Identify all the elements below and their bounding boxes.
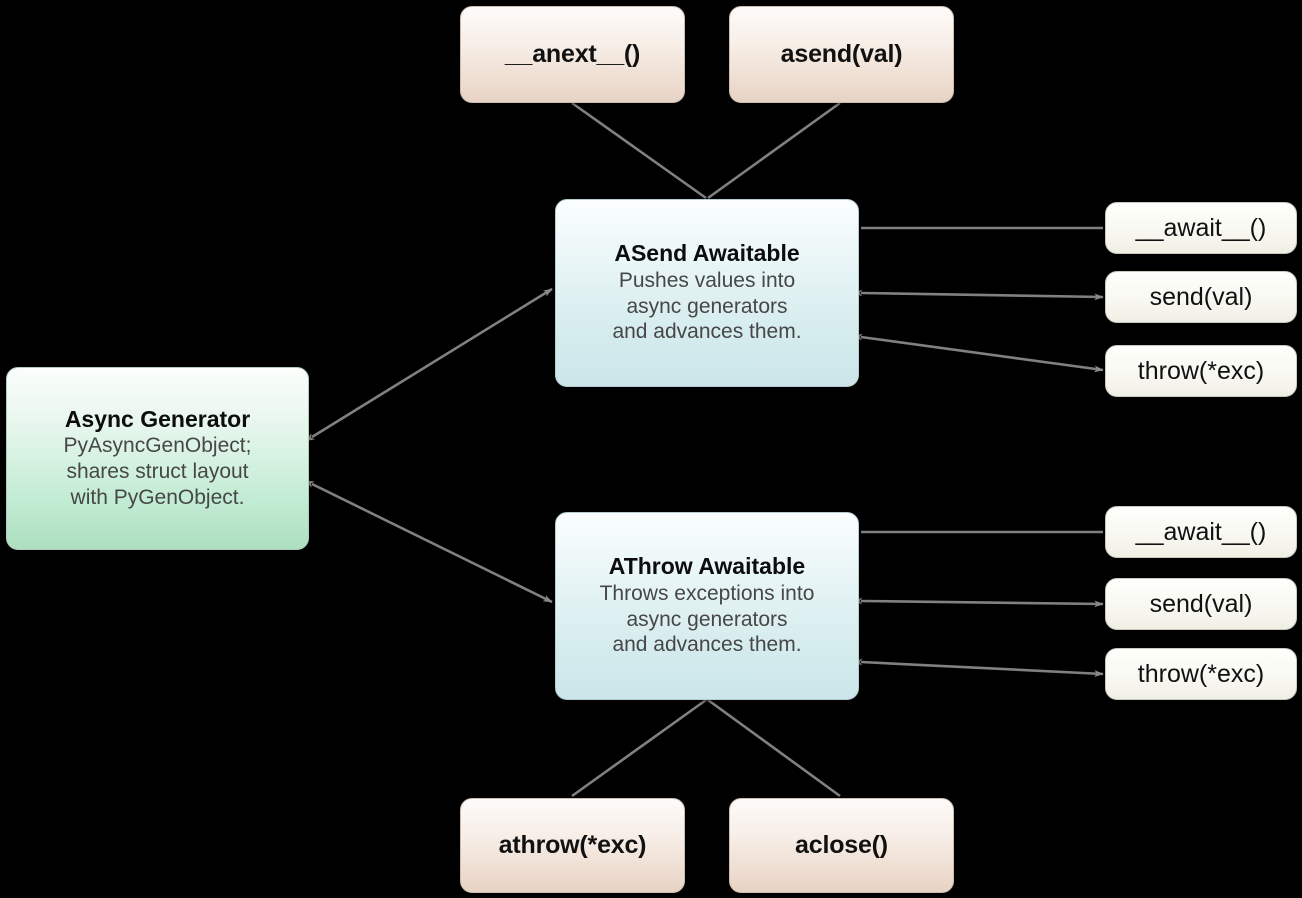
node-asend-awaitable-description: Pushes values into async generators and …: [612, 268, 802, 344]
node-asend-throw-label: throw(*exc): [1137, 356, 1265, 385]
node-asend-await[interactable]: __await__(): [1105, 202, 1297, 254]
node-athrow-send[interactable]: send(val): [1105, 578, 1297, 630]
node-athrow-awaitable-title: AThrow Awaitable: [608, 553, 806, 580]
node-asend-label: asend(val): [780, 40, 903, 68]
node-asend-await-label: __await__(): [1135, 213, 1267, 242]
node-athrow-throw[interactable]: throw(*exc): [1105, 648, 1297, 700]
node-async-generator-description: PyAsyncGenObject; shares struct layout w…: [63, 434, 252, 509]
node-asend-throw[interactable]: throw(*exc): [1105, 345, 1297, 397]
edge-asend-awaitable-send: [852, 289, 1104, 301]
edge-generator-athrow-awaitable: [304, 480, 553, 604]
node-athrow-throw-label: throw(*exc): [1137, 659, 1265, 688]
node-athrow-awaitable[interactable]: AThrow Awaitable Throws exceptions into …: [555, 512, 859, 700]
edge-anext-to-asend-awaitable: [571, 101, 707, 200]
node-asend-send-label: send(val): [1149, 282, 1253, 311]
node-athrow-awaitable-description: Throws exceptions into async generators …: [599, 581, 815, 657]
node-anext-label: __anext__(): [504, 40, 641, 68]
edge-asend-awaitable-throw: [852, 333, 1104, 373]
node-aclose-label: aclose(): [795, 831, 888, 859]
node-athrow-await[interactable]: __await__(): [1105, 506, 1297, 558]
node-asend-send[interactable]: send(val): [1105, 271, 1297, 323]
node-async-generator-title: Async Generator: [64, 405, 251, 432]
node-athrow[interactable]: athrow(*exc): [460, 798, 685, 893]
edge-asend-to-asend-awaitable: [707, 101, 841, 200]
node-async-generator[interactable]: Async Generator PyAsyncGenObject; shares…: [6, 367, 309, 550]
edge-aclose-to-athrow-awaitable: [707, 698, 841, 798]
node-athrow-label: athrow(*exc): [498, 831, 647, 859]
edge-athrow-awaitable-send: [852, 597, 1104, 608]
node-anext[interactable]: __anext__(): [460, 6, 685, 103]
edge-generator-asend-awaitable: [305, 287, 553, 442]
node-asend[interactable]: asend(val): [729, 6, 954, 103]
edge-athrow-to-athrow-awaitable: [571, 698, 707, 798]
node-athrow-send-label: send(val): [1149, 589, 1253, 618]
node-asend-awaitable-title: ASend Awaitable: [614, 240, 800, 267]
node-athrow-await-label: __await__(): [1135, 517, 1267, 546]
node-aclose[interactable]: aclose(): [729, 798, 954, 893]
edge-athrow-awaitable-throw: [852, 658, 1104, 677]
node-asend-awaitable[interactable]: ASend Awaitable Pushes values into async…: [555, 199, 859, 387]
